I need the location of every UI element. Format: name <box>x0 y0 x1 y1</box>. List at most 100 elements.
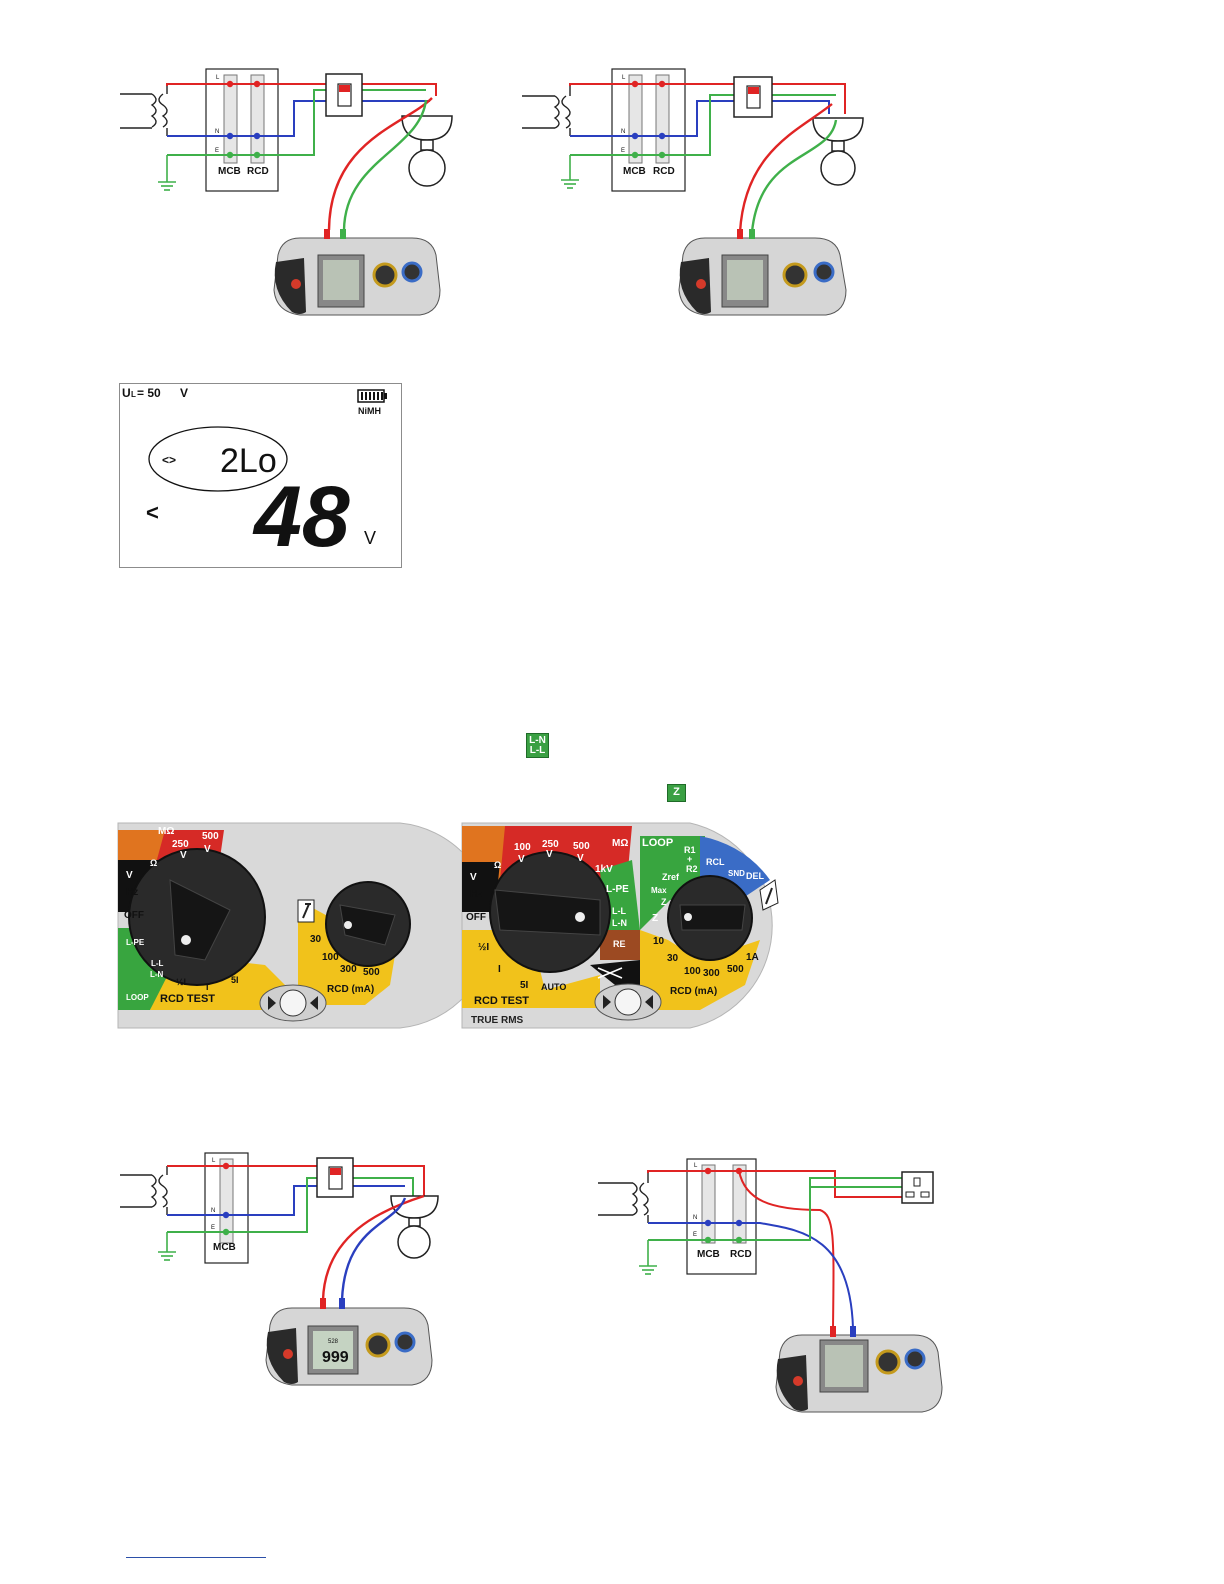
reading-unit: V <box>364 528 376 548</box>
dial-left-main-label-4: V <box>204 844 211 855</box>
dial-right-loop-label-17: RCD (mA) <box>670 986 717 997</box>
wrench-icon <box>297 899 315 923</box>
rcd-rail <box>250 74 265 164</box>
dial-right-loop-label-8: RCL <box>706 857 725 867</box>
label-mcb: MCB <box>218 166 241 177</box>
transformer-symbol <box>598 1173 649 1223</box>
dial-right-main-label-20: RCD TEST <box>474 995 529 1007</box>
label-mcb: MCB <box>213 1242 236 1253</box>
dial-right-main-label-8: Ω <box>494 860 501 870</box>
dial-right-loop-label-10: DEL <box>746 871 765 881</box>
label-l: L <box>216 75 220 81</box>
lamp-fitting <box>812 117 864 186</box>
dial-right-main-label-14: L-N <box>612 918 627 928</box>
dial-left-rcd-label-1: 100 <box>322 952 339 963</box>
dial-left-main-label-7: Hz <box>126 887 138 898</box>
green-test-lead <box>750 119 838 233</box>
dial-right-labels: 100V250V500VMΩ1kVΩVHzOFFL-PEL-LL-NRE½II5… <box>466 838 629 1026</box>
dial-right-loop-label-2: + <box>687 854 692 864</box>
dial-left-rcd-label-2: 300 <box>340 964 357 975</box>
mode-text: 2Lo <box>220 442 277 480</box>
dial-right-main-label-6: MΩ <box>612 838 628 849</box>
neutral-wire <box>648 1222 854 1329</box>
dial-left-main-label-8: OFF <box>124 910 144 921</box>
dial-left-main-label-3: 500 <box>202 831 219 842</box>
dial-right-main-label-13: L-L <box>612 906 626 916</box>
footer-rule <box>126 1557 266 1558</box>
label-mcb: MCB <box>697 1249 720 1260</box>
main-reading: 48 <box>252 469 350 565</box>
socket-outlet <box>901 1171 934 1204</box>
dial-right-loop-label-13: 100 <box>684 966 701 977</box>
dial-left-main-label-0: MΩ <box>158 826 174 837</box>
ul-prefix: U <box>122 386 131 400</box>
earth-wire <box>570 94 836 156</box>
dial-left-main-label-2: V <box>180 850 187 861</box>
earth-wire <box>167 89 426 156</box>
tester-body <box>678 229 847 316</box>
dial-right-main-label-7: 1kV <box>595 864 613 875</box>
light-switch <box>316 1157 354 1198</box>
dial-right-loop-label-12: 30 <box>667 953 679 964</box>
live-wire <box>569 83 846 114</box>
dial-right-main-label-11: OFF <box>466 912 486 923</box>
clamp-icon <box>597 967 623 979</box>
dial-right-main-label-19: AUTO <box>541 982 566 992</box>
test-button[interactable] <box>594 983 662 1021</box>
label-l: L <box>622 75 626 81</box>
mcb-rail <box>628 74 643 164</box>
live-wire <box>647 1170 835 1329</box>
dial-left-main-label-15: I <box>206 982 209 992</box>
dial-left-main-label-1: 250 <box>172 839 189 850</box>
dial-right-loop-label-11: 10 <box>653 936 665 947</box>
transformer-symbol <box>120 1166 168 1215</box>
dial-right-main-label-18: 5I <box>520 980 529 991</box>
battery-icon <box>357 389 387 403</box>
red-test-lead <box>738 103 833 233</box>
dial-right-loop-label-15: 500 <box>727 964 744 975</box>
earth-symbol <box>158 1232 176 1261</box>
dial-right-loop-label-4: Zref <box>662 872 680 882</box>
ul-value: = 50 <box>137 386 161 400</box>
dial-left-rcd-label-3: 500 <box>363 967 380 978</box>
dial-right-main-label-10: Hz <box>470 889 482 900</box>
tester-screen-reading: 999 <box>322 1349 349 1366</box>
dial-left-main-label-10: L-L <box>151 959 164 968</box>
mcb-rail <box>223 74 238 164</box>
distribution-box <box>611 68 686 192</box>
label-rcd: RCD <box>653 166 675 177</box>
lamp-fitting <box>401 115 453 187</box>
earth-wire <box>648 1177 902 1241</box>
dial-right-loop-label-3: R2 <box>686 864 698 874</box>
earth-symbol <box>561 155 579 189</box>
label-n: N <box>211 1208 215 1214</box>
dial-right-loop-label-14: 300 <box>703 968 720 979</box>
ln-ll-badge: L-N L-L <box>526 733 549 758</box>
live-socket-wire <box>739 1170 902 1198</box>
earth-symbol <box>158 155 176 191</box>
dial-right-main-label-0: 100 <box>514 842 531 853</box>
dial-left-main-label-12: LOOP <box>126 993 149 1002</box>
test-button[interactable] <box>259 984 327 1022</box>
dial-right-loop-label-0: LOOP <box>642 837 673 849</box>
dial-left-main-label-5: Ω <box>150 858 157 868</box>
dial-right-main-label-3: V <box>546 849 553 860</box>
mode-arrow: <> <box>162 453 176 467</box>
lcd-display: U L = 50 V NiMH <> 2Lo < 48 V <box>119 383 402 568</box>
label-n: N <box>693 1215 697 1221</box>
dial-right-loop-label-7: Z <box>652 913 658 924</box>
label-n: N <box>215 129 219 135</box>
dial-left-rcd-label-0: 30 <box>310 934 322 945</box>
label-rcd: RCD <box>730 1249 752 1260</box>
dial-left-main-label-9: L-PE <box>126 938 145 947</box>
dial-right-main-label-21: TRUE RMS <box>471 1015 524 1026</box>
dial-left-main-label-16: 5I <box>231 975 239 985</box>
